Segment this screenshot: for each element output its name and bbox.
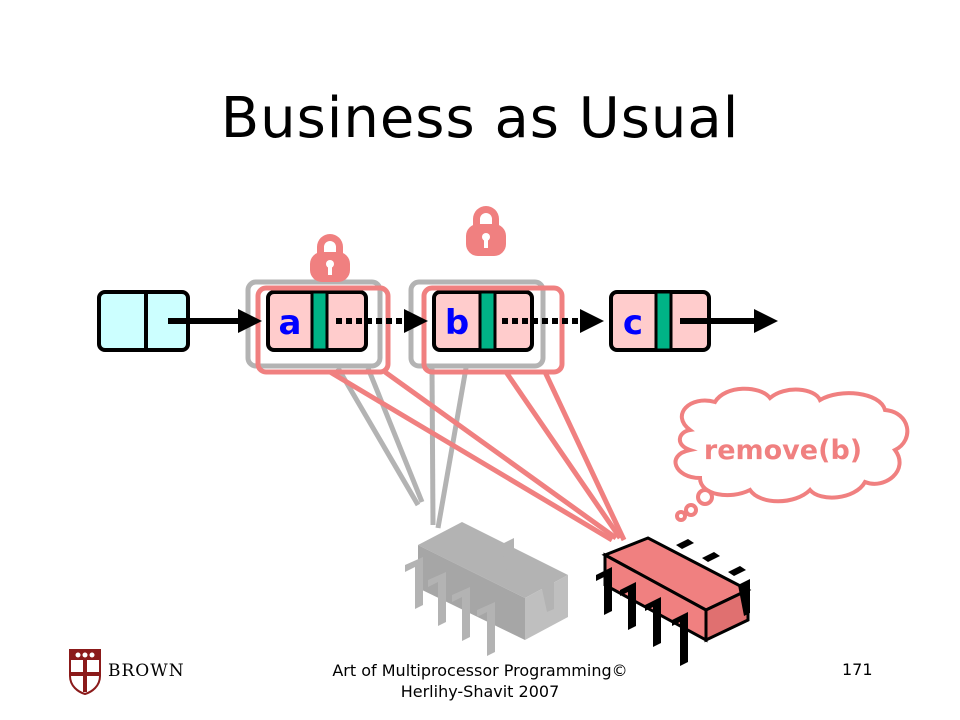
- list-node-c: c: [609, 290, 711, 352]
- brown-logo: BROWN: [68, 646, 188, 698]
- cpu-chip-icon: [596, 536, 752, 666]
- red-thread-lines: [328, 369, 627, 543]
- list-node-a: a: [266, 290, 368, 352]
- node-label-a: a: [279, 303, 302, 343]
- lock-icon: [466, 206, 506, 256]
- list-node-b: b: [432, 290, 534, 352]
- footer-text: Art of Multiprocessor Programming© Herli…: [332, 661, 628, 701]
- thought-text: remove(b): [704, 435, 862, 466]
- red-bracket-a: [255, 285, 391, 375]
- brown-wordmark: BROWN: [108, 661, 185, 681]
- cpu-chip-icon: [405, 522, 568, 656]
- node-label-c: c: [623, 303, 643, 343]
- node-label-b: b: [445, 303, 469, 343]
- red-bracket-b: [421, 285, 565, 375]
- university-shield-icon: [69, 649, 101, 696]
- slide-title: Business as Usual: [220, 86, 740, 151]
- slide-number: 171: [842, 660, 873, 679]
- lock-icon: [310, 234, 350, 282]
- thought-bubble-icon: [673, 386, 910, 522]
- pointer-arrows: [168, 309, 778, 333]
- gray-thread-lines: [335, 366, 469, 529]
